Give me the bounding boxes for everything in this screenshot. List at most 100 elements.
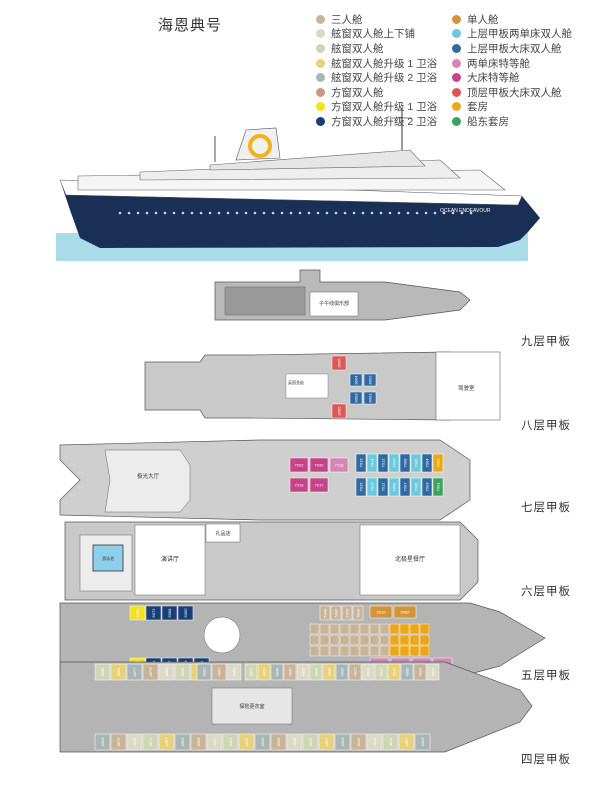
cabin-5080 (129, 605, 146, 621)
cabin-block (369, 645, 380, 657)
porthole (118, 211, 122, 215)
cabin-number: 4027 (324, 737, 329, 747)
cabin-4006 (400, 663, 414, 681)
legend-right: 单人舱 上层甲板两单床双人舱 上层甲板大床双人舱 两单床特等舱 大床特等舱 顶层… (452, 12, 572, 129)
cabin-number: 8004 (354, 375, 359, 385)
legend-item: 两单床特等舱 (452, 56, 572, 71)
porthole (361, 211, 365, 215)
cabin-number: 4085 (100, 667, 105, 677)
cabin-number: 7006 (414, 458, 419, 468)
cabin-4069 (158, 663, 175, 681)
cabin-7010 (388, 453, 400, 473)
legend-swatch (452, 102, 461, 112)
cabin-8002 (363, 373, 377, 387)
cabin-number: 4079 (116, 737, 121, 747)
porthole (433, 211, 437, 215)
cabin-4010 (387, 663, 401, 681)
cabin-7008 (399, 453, 411, 473)
cabin-number: 5010 (377, 610, 387, 615)
cabin-number: 4003 (420, 737, 425, 747)
porthole (127, 211, 131, 215)
cabin-5028 (341, 605, 353, 621)
cabin-block (319, 634, 330, 646)
cabin-number: 4006 (405, 667, 410, 677)
deck-label-8: 八层甲板 (521, 420, 571, 432)
cabin-block (389, 623, 400, 635)
cabin-4054 (244, 663, 258, 681)
legend-label: 套房 (467, 101, 488, 114)
cabin-number: 4050 (262, 667, 267, 677)
legend-label: 舷窗双人舱升级 2 卫浴 (331, 72, 438, 85)
deck-9-plan: 子午线俱乐部 (214, 269, 471, 321)
cabin-number: 5072 (151, 608, 156, 618)
cabin-block (409, 623, 420, 635)
cabin-7007 (399, 477, 411, 497)
cabin-number: 4019 (356, 737, 361, 747)
cabin-number: 4047 (244, 737, 249, 747)
porthole (289, 211, 293, 215)
cabin-number: 7004 (425, 458, 430, 468)
cabin-block (309, 623, 320, 635)
cabin-4019 (350, 733, 367, 751)
cabin-number: 4046 (275, 667, 280, 677)
cabin-4067 (158, 733, 175, 751)
cabin-5068 (161, 605, 178, 621)
legend-swatch (452, 14, 461, 24)
cabin-number: 4073 (148, 667, 153, 677)
cabin-number: 4018 (366, 667, 371, 677)
cabin-number: 4026 (340, 667, 345, 677)
cabin-number: 4071 (148, 737, 153, 747)
cabin-4046 (270, 663, 284, 681)
cabin-7022 (289, 457, 309, 473)
cabin-4060 (211, 663, 227, 681)
cabin-number: 7012 (381, 458, 386, 468)
legend-swatch (316, 29, 325, 39)
cabin-number: 4035 (292, 737, 297, 747)
cabin-4027 (318, 733, 335, 751)
cabin-8003 (349, 391, 363, 405)
cabin-number: 7005 (414, 482, 419, 492)
cabin-number: 7022 (295, 463, 305, 468)
legend-swatch (452, 58, 461, 68)
porthole (244, 211, 248, 215)
cabin-number: 4067 (164, 737, 169, 747)
porthole (271, 211, 275, 215)
deck6-area-gift-shop: 礼品店 (215, 530, 230, 537)
legend-label: 三人舱 (331, 13, 363, 26)
legend-item: 单人舱 (452, 12, 572, 27)
cabin-block (329, 645, 340, 657)
cabin-number: 7008 (403, 458, 408, 468)
cabin-4003 (414, 733, 431, 751)
cabin-7012 (377, 453, 389, 473)
legend-item: 方窗双人舱 (316, 85, 437, 100)
cabin-number: 4039 (276, 737, 281, 747)
cabin-number: 5028 (345, 608, 350, 618)
cabin-4000 (426, 663, 440, 681)
legend-item: 舷窗双人舱升级 1 卫浴 (316, 56, 437, 71)
cabin-7015 (355, 477, 367, 497)
legend-item: 方窗双人舱升级 2 卫浴 (316, 114, 437, 129)
cabin-number: 4004 (418, 667, 423, 677)
cabin-number: 7020 (315, 463, 325, 468)
legend-label: 舷窗双人舱上下铺 (331, 28, 415, 41)
cabin-block (419, 645, 430, 657)
porthole (379, 211, 383, 215)
cabin-number: 4031 (308, 737, 313, 747)
legend-label: 船东套房 (467, 115, 509, 128)
cabin-block (329, 623, 340, 635)
cabin-4030 (322, 663, 336, 681)
cabin-7018 (329, 457, 349, 473)
cabin-number: 7017 (315, 483, 325, 488)
porthole (415, 211, 419, 215)
porthole (397, 211, 401, 215)
cabin-4051 (222, 733, 239, 751)
cabin-block (359, 623, 370, 635)
cabin-block (309, 634, 320, 646)
cabin-5048 (319, 605, 331, 621)
cabin-block (339, 645, 350, 657)
